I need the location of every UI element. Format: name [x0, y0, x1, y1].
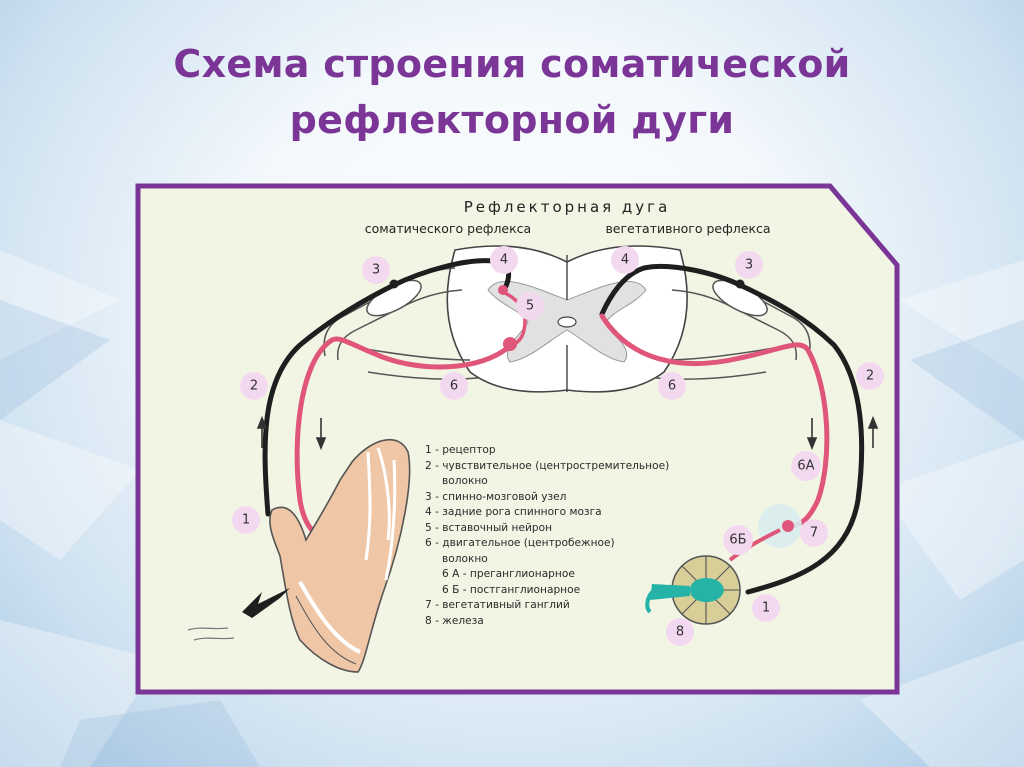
marker-2-right: 2: [866, 369, 874, 384]
gland: [645, 555, 741, 625]
marker-4-left: 4: [500, 253, 508, 268]
marker-5: 5: [526, 299, 534, 314]
marker-2-left: 2: [250, 379, 258, 394]
right-motor-fiber: [599, 313, 830, 529]
marker-4-right: 4: [621, 253, 629, 268]
legend-item: 4 - задние рога спинного мозга: [425, 506, 602, 518]
marker-7: 7: [810, 526, 818, 541]
legend-item: 3 - спинно-мозговой узел: [425, 490, 567, 503]
stimulus-arrow: [242, 588, 290, 618]
legend-item: 7 - вегетативный ганглий: [425, 599, 570, 611]
left-heading: соматического рефлекса: [365, 221, 531, 236]
legend-item: 6 Б - постганглионарное: [442, 583, 581, 596]
legend-item: 6 А - преганглионарное: [442, 568, 575, 580]
title-line-2: рефлекторной дуги: [289, 98, 735, 142]
right-sensory-fiber: [599, 263, 865, 595]
left-motor-fiber: [294, 336, 513, 548]
marker-3-left: 3: [372, 263, 380, 278]
left-ganglion-cell: [389, 279, 399, 289]
central-canal: [557, 316, 577, 328]
right-ganglion-cell: [735, 279, 745, 289]
interneuron-synapse-2: [503, 337, 517, 351]
legend-item: волокно: [442, 475, 488, 487]
marker-6-right: 6: [668, 379, 676, 394]
arm-illustration: [187, 438, 411, 673]
legend-item: 2 - чувствительное (центростремительное): [425, 459, 670, 472]
marker-1-right: 1: [762, 601, 770, 616]
legend-item: 8 - железа: [425, 614, 484, 627]
marker-6b: 6Б: [729, 533, 746, 548]
slide-title: Схема строения соматической рефлекторной…: [0, 36, 1024, 148]
direction-arrows: [256, 415, 879, 451]
postganglionic-fiber: [728, 528, 781, 562]
right-heading: вегетативного рефлекса: [605, 221, 770, 236]
legend-item: 5 - вставочный нейрон: [425, 521, 553, 534]
diagram-heading: Рефлекторная дуга: [464, 198, 671, 216]
marker-8: 8: [676, 625, 684, 640]
legend-item: 1 - рецептор: [425, 444, 496, 456]
markers: 3 4 5 6 2 1 4 3 6 2 6А 6Б 7 1 8: [232, 246, 884, 646]
marker-6a: 6А: [797, 459, 814, 474]
interneuron-synapse-1: [498, 285, 508, 295]
left-roots: [323, 267, 479, 380]
title-line-1: Схема строения соматической: [173, 42, 851, 86]
legend-item: 6 - двигательное (центробежное): [425, 537, 615, 549]
marker-3-right: 3: [745, 258, 753, 273]
diagram-legend: 1 - рецептор 2 - чувствительное (центрос…: [425, 443, 725, 629]
marker-6-left: 6: [450, 379, 458, 394]
marker-1-left: 1: [242, 513, 250, 528]
autonomic-ganglion: [758, 504, 802, 548]
legend-item: волокно: [442, 552, 488, 565]
